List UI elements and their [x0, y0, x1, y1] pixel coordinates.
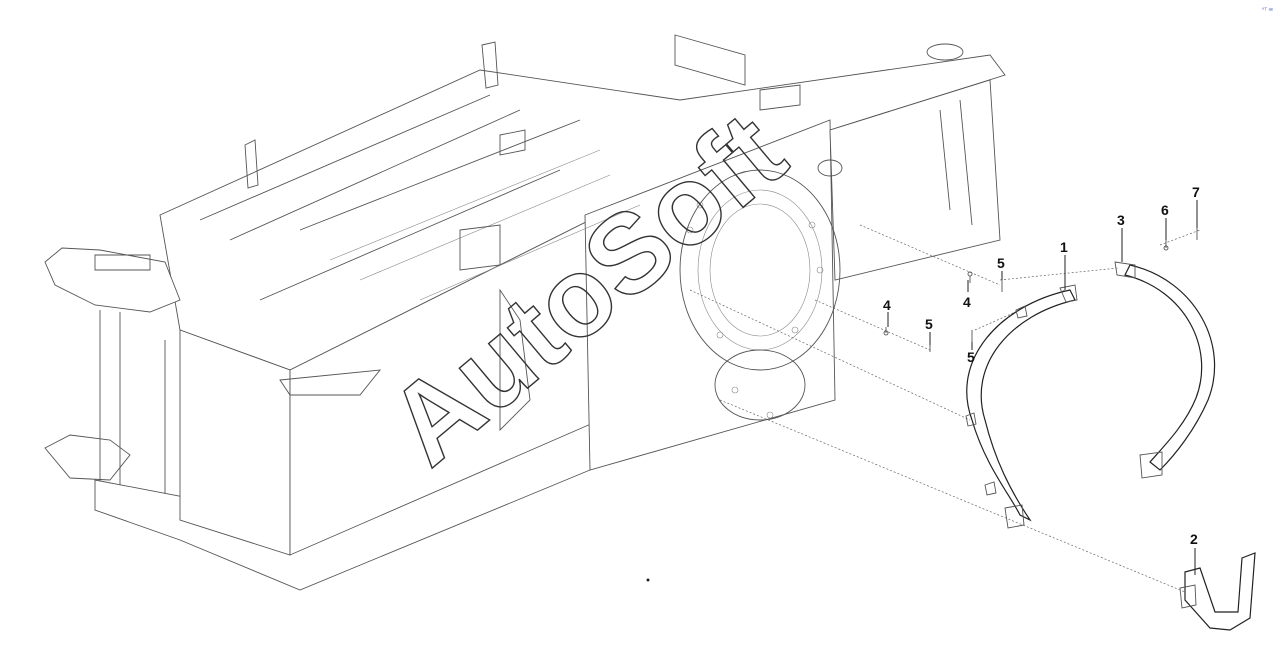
stray-dot [646, 578, 650, 582]
callout-5-middle: 5 [925, 316, 933, 332]
callout-4-upper: 4 [963, 294, 971, 310]
callout-5-lower: 5 [967, 349, 975, 365]
callout-1: 1 [1060, 239, 1068, 255]
callout-labels: 1 2 3 4 4 5 5 5 6 7 [883, 184, 1200, 547]
callout-7: 7 [1192, 184, 1200, 200]
part-2-bracket [1179, 552, 1256, 631]
part-3-strap [1114, 261, 1216, 479]
callout-4-lower: 4 [883, 297, 891, 313]
callout-5-upper: 5 [997, 255, 1005, 271]
machine-frame [44, 34, 1006, 591]
callout-6: 6 [1161, 202, 1169, 218]
hardware-bolts [883, 228, 1198, 352]
callout-3: 3 [1117, 212, 1125, 228]
callout-2: 2 [1190, 531, 1198, 547]
part-1-strap [965, 284, 1078, 529]
corner-mark: °ᵀ ᵃᵉ [1262, 7, 1274, 14]
leader-lines [887, 200, 1198, 575]
